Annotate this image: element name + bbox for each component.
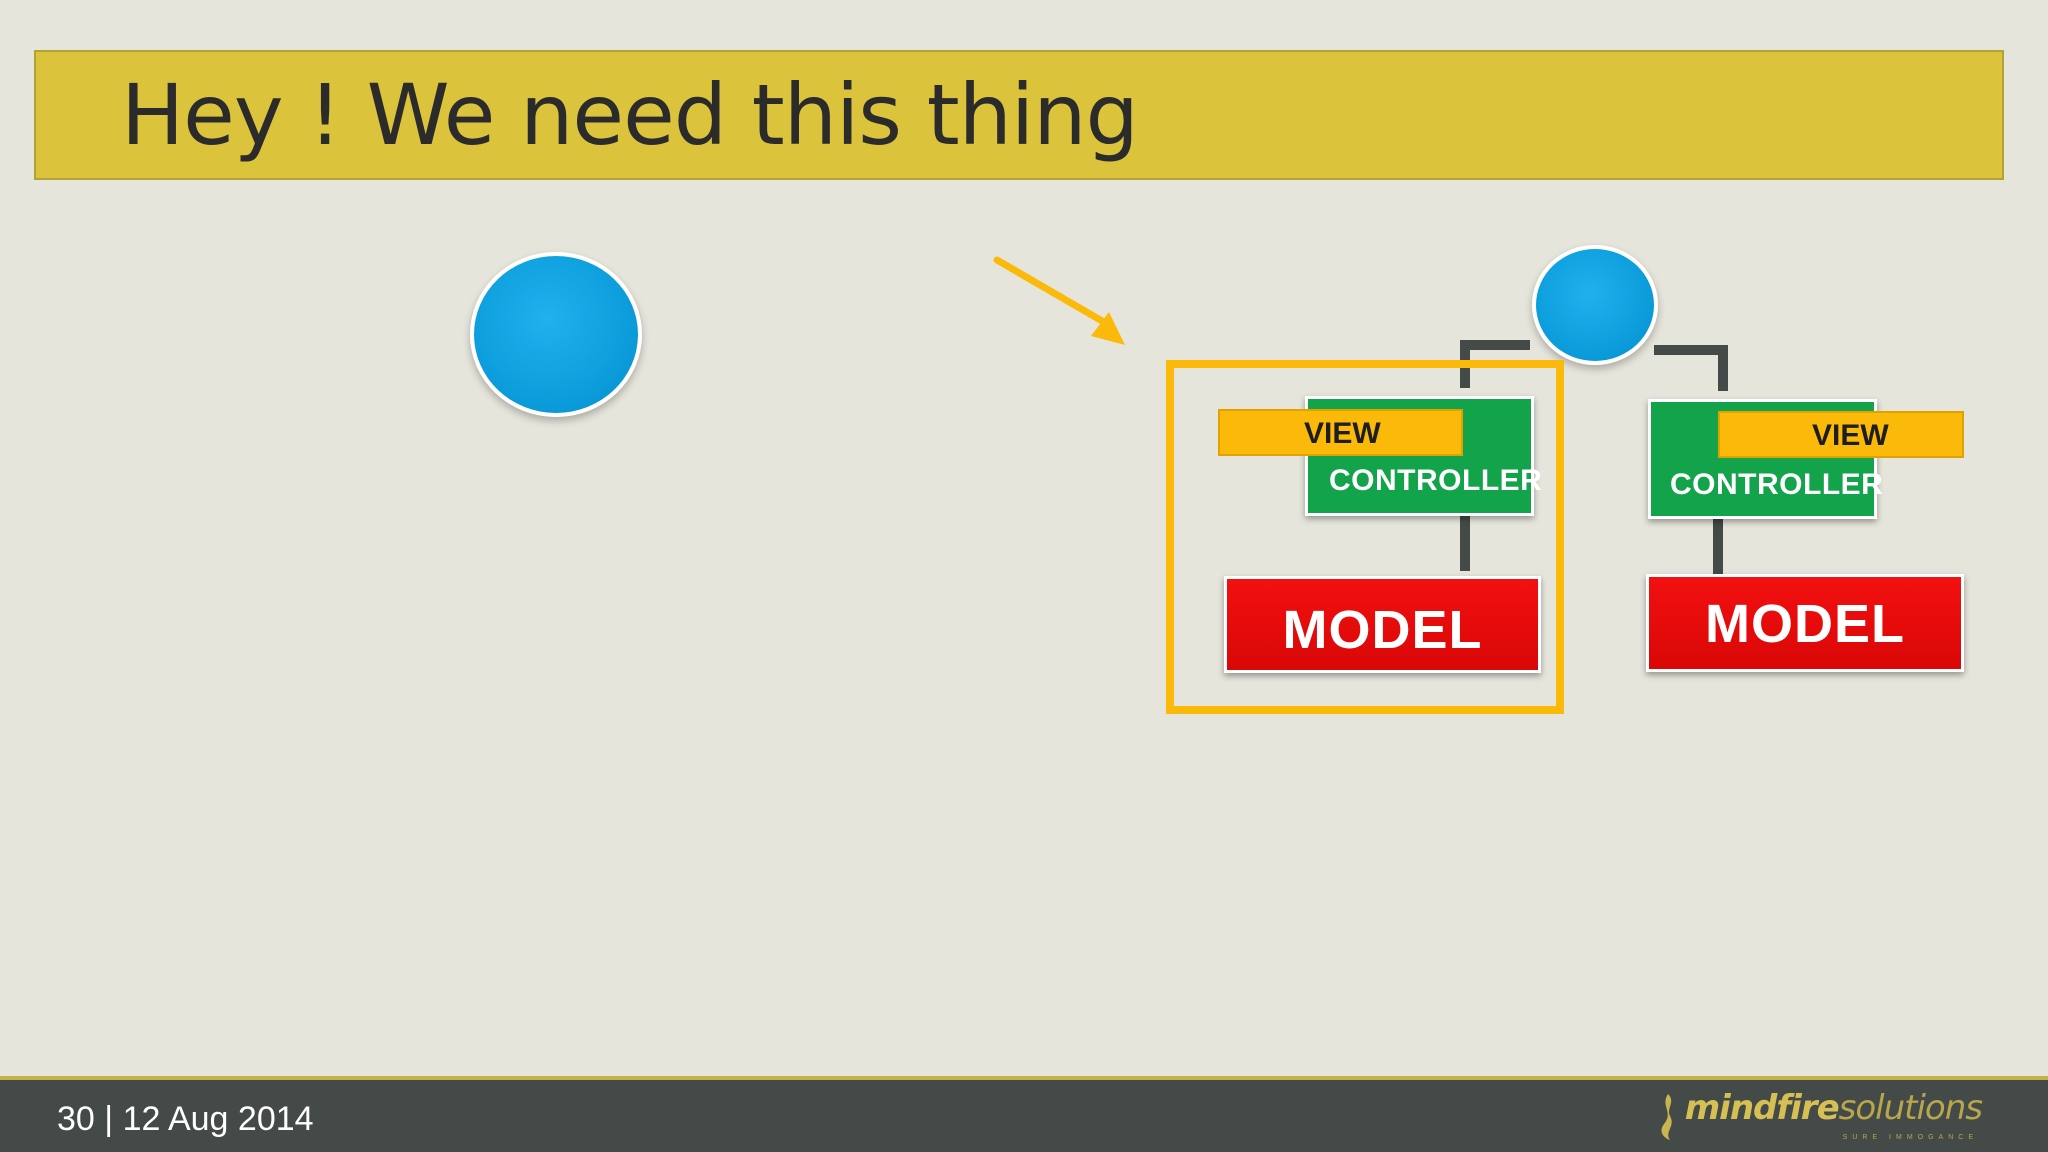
title-bar: Hey ! We need this thing <box>34 50 2004 180</box>
view-label: VIEW <box>1304 417 1381 450</box>
blue-circle-icon <box>1532 245 1658 365</box>
footer-date: 12 Aug 2014 <box>122 1100 314 1138</box>
logo-tagline: SURE IMMOGANCE <box>1842 1134 1978 1141</box>
blue-circle-icon <box>470 252 642 417</box>
arrow-icon <box>993 256 1125 345</box>
model-label: MODEL <box>1705 594 1905 654</box>
model-box-right: MODEL <box>1646 574 1964 672</box>
logo-text-bold: mindfire <box>1684 1088 1840 1128</box>
connector-right-controller-model <box>1713 518 1723 574</box>
view-box-right: VIEW <box>1718 411 1964 458</box>
page-number: 30 <box>57 1100 95 1138</box>
model-box-left: MODEL <box>1224 576 1541 673</box>
model-label: MODEL <box>1282 600 1483 660</box>
controller-label: CONTROLLER <box>1670 468 1884 501</box>
connector-right-horizontal <box>1654 345 1728 355</box>
highlight-frame <box>1166 360 1564 714</box>
mindfire-logo-icon: mindfiresolutions SURE IMMOGANCE <box>1654 1088 1983 1148</box>
logo-text-light: solutions <box>1838 1088 1983 1128</box>
connector-left-horizontal <box>1460 340 1530 350</box>
view-box-left: VIEW <box>1218 409 1463 456</box>
controller-label: CONTROLLER <box>1329 464 1543 497</box>
slide-title: Hey ! We need this thing <box>121 66 1139 164</box>
slide-footer: 30 | 12 Aug 2014 mindfiresolutions SURE … <box>0 1076 2048 1152</box>
connector-left-controller-model <box>1460 515 1470 571</box>
footer-info: 30 | 12 Aug 2014 <box>57 1100 314 1139</box>
view-label: VIEW <box>1812 419 1889 452</box>
footer-separator: | <box>104 1100 114 1138</box>
connector-right-vertical <box>1718 345 1728 391</box>
